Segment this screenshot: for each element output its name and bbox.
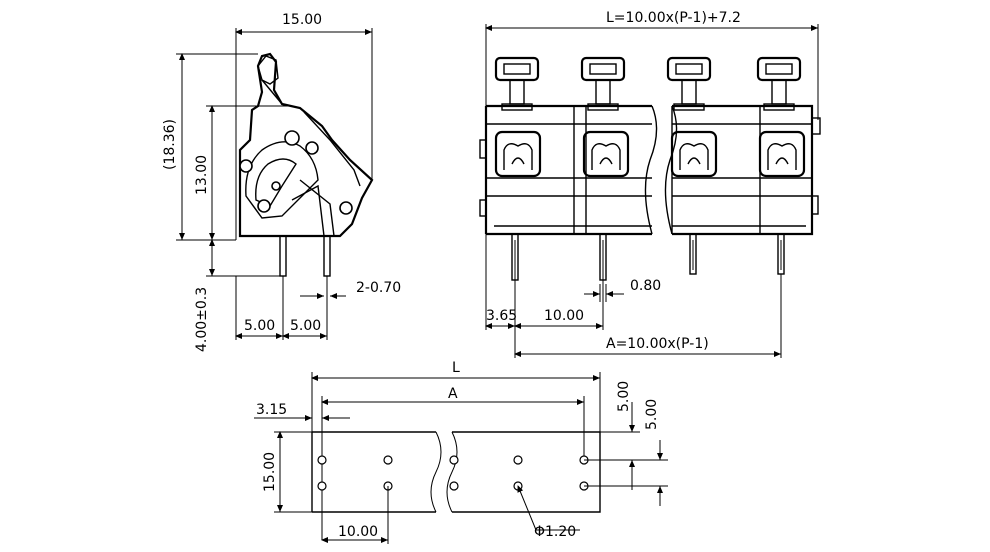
wire-entry-2	[582, 130, 630, 178]
break-line	[644, 105, 658, 235]
pcb-holes	[317, 455, 589, 491]
pcb-depth-label: 15.00	[262, 452, 278, 492]
pin-thickness-dim-label: 2-0.70	[356, 280, 401, 296]
front-housing	[486, 104, 814, 236]
pcb-pitch-label: 10.00	[338, 524, 378, 540]
wire-entry-1	[494, 130, 542, 178]
pcb-span-label: A	[448, 386, 458, 402]
width-dim-label: 15.00	[282, 12, 322, 28]
pcb-outline	[312, 431, 601, 513]
front-view: L=10.00x(P-1)+7.2	[479, 10, 821, 358]
pin-length-dim-label: 4.00±0.3	[194, 287, 210, 352]
side-view: 15.00 (18.36) 13.00 4.00±0.3	[162, 12, 401, 352]
edge-offset-dim-label: 3.65	[486, 308, 517, 324]
pcb-length-label: L	[452, 360, 460, 376]
pitch-dim-label: 10.00	[544, 308, 584, 324]
lever-1	[494, 56, 540, 111]
total-height-dim-label: (18.36)	[162, 119, 178, 170]
side-rivet-3	[305, 141, 319, 155]
side-rivet-1	[239, 159, 253, 173]
pin-spacing-b-label: 5.00	[290, 318, 321, 334]
pin-spacing-a-label: 5.00	[244, 318, 275, 334]
side-housing	[238, 52, 374, 238]
pin-width-dim-label: 0.80	[630, 278, 661, 294]
lever-3	[666, 56, 712, 111]
wire-entry-3	[670, 130, 718, 178]
pcb-edge-offset-label: 3.15	[256, 402, 287, 418]
pcb-hole-dim-label: Φ1.20	[534, 524, 576, 540]
pcb-layout: L A 3.15 5.00 5.00	[254, 360, 668, 544]
side-rivet-4	[257, 199, 271, 213]
body-height-dim-label: 13.00	[194, 155, 210, 195]
span-dim-label: A=10.00x(P-1)	[606, 336, 709, 352]
lever-2	[580, 56, 626, 111]
lever-4	[756, 56, 802, 111]
side-rivet-5	[339, 201, 353, 215]
side-pin-right	[323, 235, 331, 277]
overall-length-dim-label: L=10.00x(P-1)+7.2	[606, 10, 741, 26]
front-pins	[511, 233, 785, 281]
side-rivet-2	[284, 130, 300, 146]
pcb-edge-to-row-label: 5.00	[644, 399, 660, 430]
side-pin-left	[279, 235, 287, 277]
pcb-row-spacing-label: 5.00	[616, 381, 632, 412]
wire-entry-4	[758, 130, 806, 178]
